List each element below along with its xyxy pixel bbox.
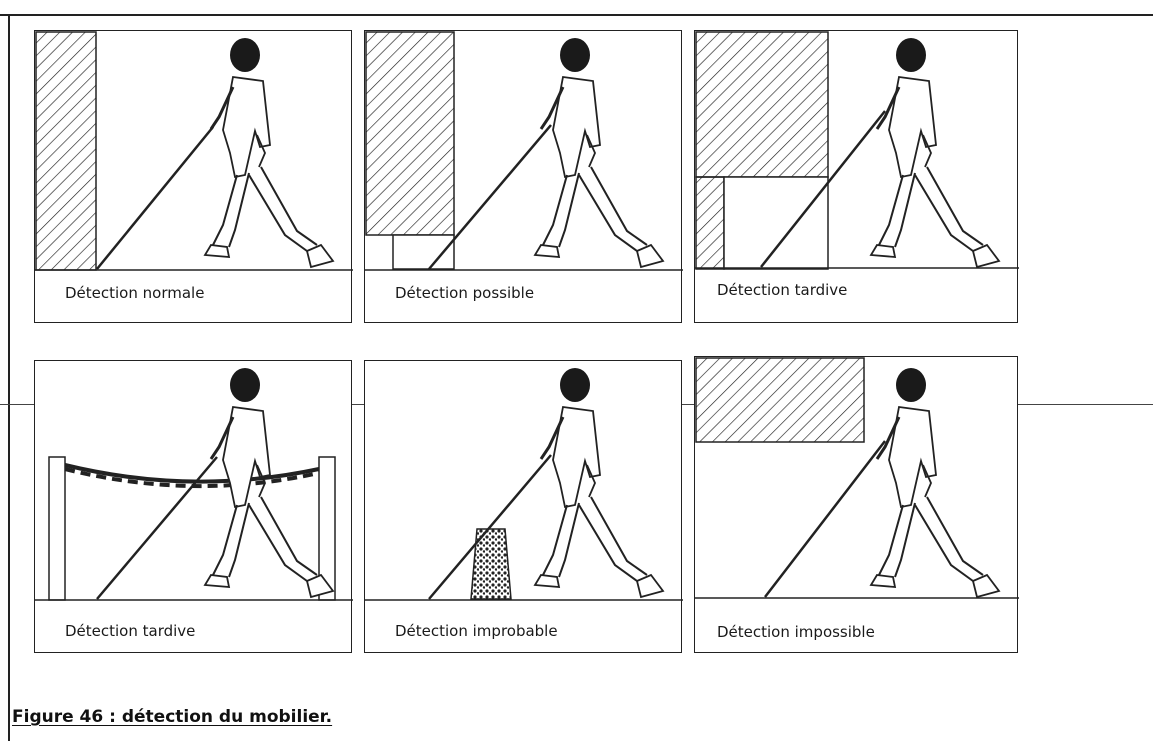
panel-illustration — [35, 361, 353, 654]
frame-top-line — [0, 14, 1153, 16]
panel-detection-impossible: Détection impossible — [694, 356, 1018, 653]
panel-caption: Détection possible — [395, 284, 534, 302]
walking-person — [871, 38, 999, 267]
walking-person — [871, 368, 999, 597]
white-cane — [765, 441, 885, 597]
panel-detection-improbable: Détection improbable — [364, 360, 682, 653]
frame-left-line — [8, 14, 10, 741]
panel-illustration — [365, 31, 683, 324]
obstacle-wall — [36, 32, 96, 270]
white-cane — [97, 127, 213, 269]
panel-illustration — [365, 361, 683, 654]
walking-person — [535, 38, 663, 267]
barrier-chain — [65, 465, 319, 486]
barrier-post-left — [49, 457, 65, 600]
panel-caption: Détection impossible — [717, 623, 875, 641]
obstacle-wall — [366, 32, 454, 235]
panel-caption: Détection tardive — [65, 622, 195, 640]
panel-caption: Détection normale — [65, 284, 204, 302]
figure-title: Figure 46 : détection du mobilier. — [12, 707, 332, 727]
panel-detection-tardive-step: Détection tardive — [694, 30, 1018, 323]
walking-person — [535, 368, 663, 597]
panel-illustration — [35, 31, 353, 324]
panel-caption: Détection tardive — [717, 281, 847, 299]
obstacle-wall-upper — [696, 32, 828, 177]
panel-illustration — [695, 357, 1019, 654]
panel-detection-normale: Détection normale — [34, 30, 352, 323]
obstacle-low-bollard — [471, 529, 511, 599]
panel-caption: Détection improbable — [395, 622, 558, 640]
obstacle-overhead-protrusion — [696, 358, 864, 442]
walking-person — [205, 38, 333, 267]
panel-detection-tardive-chain: Détection tardive — [34, 360, 352, 653]
panel-detection-possible: Détection possible — [364, 30, 682, 323]
obstacle-wall-lower — [696, 177, 724, 269]
obstacle-high-step — [724, 177, 828, 269]
